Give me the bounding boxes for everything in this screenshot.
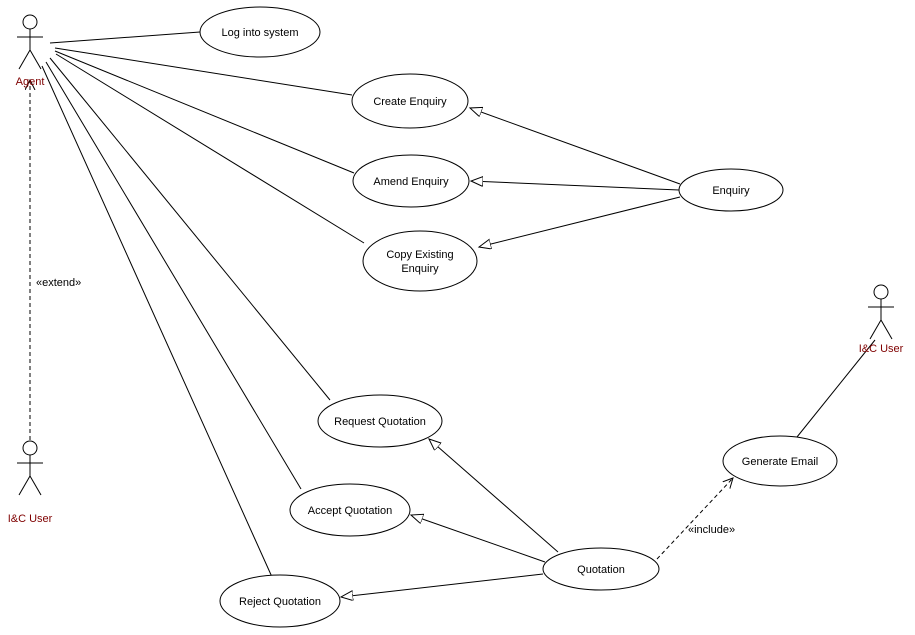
edge-agent-amend-enquiry: [54, 50, 355, 174]
use-case-copy-existing-enquiry-ellipse: [362, 230, 478, 292]
use-case-log-into-system-ellipse: [199, 6, 321, 58]
use-case-enquiry-label: Enquiry: [712, 185, 750, 197]
actor-ic-user-right-label: I&C User: [859, 343, 904, 355]
use-case-copy-existing-enquiry: Copy Existing Enquiry: [362, 230, 478, 292]
edge-enquiry-create-enquiry: [470, 108, 681, 185]
use-case-amend-enquiry-label: Amend Enquiry: [373, 176, 449, 188]
edge-quotation-accept-quotation: [411, 515, 546, 563]
use-case-log-into-system-label: Log into system: [221, 27, 298, 39]
actor-agent-head: [22, 14, 38, 30]
use-case-reject-quotation-ellipse: [219, 574, 341, 628]
actor-ic-user-left: I&C User: [8, 440, 53, 525]
use-case-create-enquiry: Create Enquiry: [351, 73, 469, 129]
use-case-reject-quotation: Reject Quotation: [219, 574, 341, 628]
use-case-log-into-system: Log into system: [199, 6, 321, 58]
use-case-create-enquiry-ellipse: [351, 73, 469, 129]
edge-quotation-request-quotation: [429, 439, 559, 553]
use-case-request-quotation-label: Request Quotation: [334, 416, 426, 428]
edge-enquiry-copy-existing-enquiry: [479, 196, 681, 247]
use-case-reject-quotation-label: Reject Quotation: [239, 596, 321, 608]
use-case-quotation: Quotation: [542, 547, 660, 591]
use-case-quotation-ellipse: [542, 547, 660, 591]
use-case-request-quotation: Request Quotation: [317, 394, 443, 448]
include-label: «include»: [688, 524, 735, 536]
edge-include-quotation-generate-email: [656, 478, 733, 560]
edge-quotation-reject-quotation: [341, 573, 544, 597]
use-case-accept-quotation-ellipse: [289, 483, 411, 537]
use-case-accept-quotation-label: Accept Quotation: [308, 505, 392, 517]
use-case-accept-quotation: Accept Quotation: [289, 483, 411, 537]
edge-agent-log-into-system: [49, 31, 201, 44]
edge-agent-create-enquiry: [54, 47, 353, 96]
actor-ic-user-left-label: I&C User: [8, 513, 53, 525]
use-case-request-quotation-ellipse: [317, 394, 443, 448]
use-case-amend-enquiry-ellipse: [352, 154, 470, 208]
edge-agent-accept-quotation: [45, 61, 302, 490]
actor-ic-user-left-head: [22, 440, 38, 456]
use-case-generate-email-ellipse: [722, 435, 838, 487]
use-case-copy-existing-enquiry-label-line1: Copy Existing: [386, 249, 453, 261]
extend-label: «extend»: [36, 277, 81, 289]
use-case-generate-email: Generate Email: [722, 435, 838, 487]
edge-agent-request-quotation: [49, 57, 331, 401]
edge-agent-reject-quotation: [41, 65, 273, 578]
use-case-enquiry-ellipse: [678, 168, 784, 212]
edge-agent-copy-existing-enquiry: [55, 53, 365, 244]
use-case-copy-existing-enquiry-label-line2: Enquiry: [401, 263, 439, 275]
edge-enquiry-amend-enquiry: [471, 181, 680, 191]
use-case-create-enquiry-label: Create Enquiry: [373, 96, 447, 108]
actor-ic-user-right-head: [873, 284, 889, 300]
edge-icuser-generate-email: [796, 339, 876, 438]
actor-agent-label: Agent: [16, 76, 45, 88]
use-case-generate-email-label: Generate Email: [742, 456, 818, 468]
actor-agent: Agent: [16, 14, 45, 88]
use-case-amend-enquiry: Amend Enquiry: [352, 154, 470, 208]
use-case-quotation-label: Quotation: [577, 564, 625, 576]
actor-ic-user-right: I&C User: [859, 284, 904, 355]
use-case-enquiry: Enquiry: [678, 168, 784, 212]
